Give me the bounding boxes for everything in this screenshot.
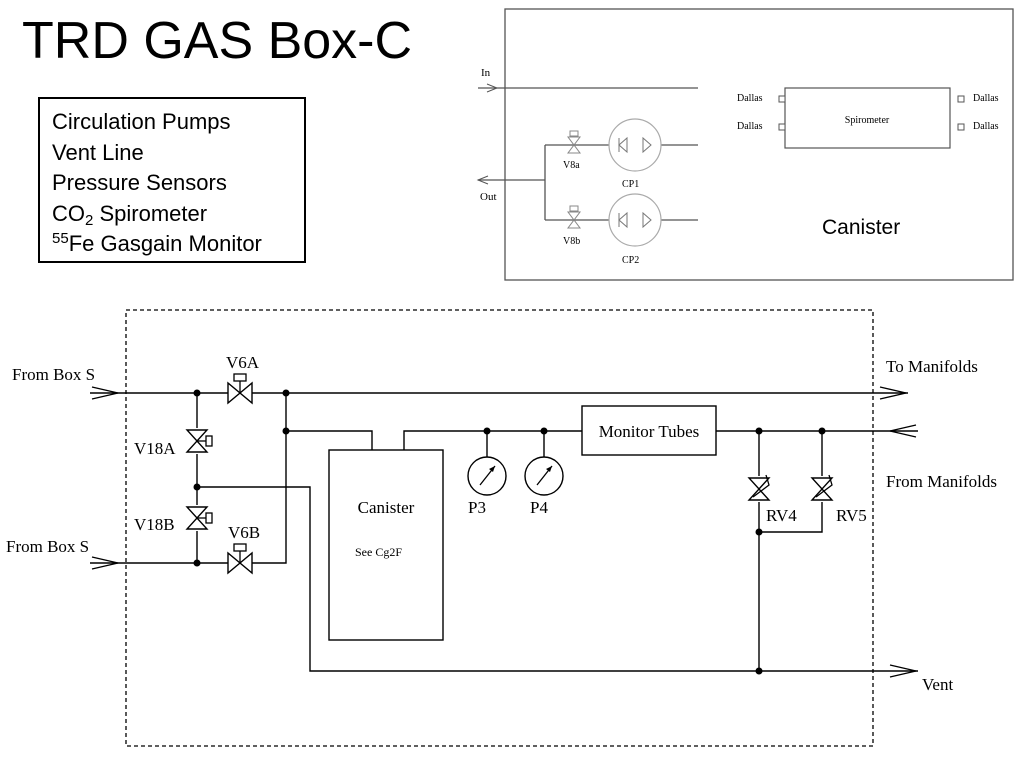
spirometer-label: Spirometer <box>845 115 890 126</box>
feature-list-box: Circulation Pumps Vent Line Pressure Sen… <box>38 97 306 263</box>
canister-inset: In Out V8a V8b CP1 <box>476 8 1014 281</box>
rv5-vertical-line <box>759 431 823 533</box>
spirometer-box <box>784 87 951 149</box>
junction-dot <box>282 389 290 397</box>
rv5-label: RV5 <box>836 506 867 525</box>
v18a-label: V18A <box>134 439 176 458</box>
inset-in-arrow <box>486 83 499 93</box>
gas-box-schematic: From Box S From Box S To Manifolds From … <box>6 309 997 747</box>
dallas-label: Dallas <box>973 93 999 104</box>
feature-circulation-pumps: Circulation Pumps <box>52 109 231 134</box>
v18b-label: V18B <box>134 515 175 534</box>
v6b-label: V6B <box>228 523 260 542</box>
v18a-valve-icon <box>186 428 213 454</box>
v18b-valve-icon <box>186 505 213 531</box>
vent-line <box>197 486 918 672</box>
canister-title: Canister <box>358 498 415 517</box>
dallas-port-icon <box>778 95 786 103</box>
fe-gasgain-text: Fe Gasgain Monitor <box>68 231 262 256</box>
from-box-s-bottom-label: From Box S <box>6 537 89 556</box>
to-manifolds-arrow <box>879 386 907 400</box>
junction-dot <box>755 667 763 675</box>
junction-dot <box>193 559 201 567</box>
dallas-port-icon <box>957 123 965 131</box>
dallas-port-icon <box>778 123 786 131</box>
v6b-return-line <box>252 393 287 564</box>
feature-vent-line: Vent Line <box>52 139 144 165</box>
feature-co2-spirometer: CO2 Spirometer <box>52 199 304 230</box>
spirometer-text: Spirometer <box>93 200 208 226</box>
vent-arrow <box>889 664 917 678</box>
inset-in-label: In <box>481 67 491 79</box>
top-inlet-arrow <box>91 386 119 400</box>
rv4-label: RV4 <box>766 506 797 525</box>
v8a-label: V8a <box>563 160 580 171</box>
from-manifolds-arrow <box>889 424 917 438</box>
junction-dot <box>755 528 763 536</box>
v8b-label: V8b <box>563 236 580 247</box>
monitor-tubes-box <box>581 405 717 456</box>
canister-box <box>328 449 444 641</box>
inset-frame <box>504 8 1014 281</box>
feature-pressure-sensors: Pressure Sensors <box>52 170 227 195</box>
cp2-pump-icon <box>608 193 662 247</box>
bottom-inlet-arrow <box>91 556 119 570</box>
v6a-valve-icon <box>227 373 253 404</box>
dallas-label: Dallas <box>973 121 999 132</box>
dallas-label: Dallas <box>737 93 763 104</box>
v8b-valve-icon <box>567 205 581 229</box>
monitor-tubes-label: Monitor Tubes <box>599 422 700 441</box>
dallas-label: Dallas <box>737 121 763 132</box>
cp2-label: CP2 <box>622 255 639 266</box>
cp1-pump-icon <box>608 118 662 172</box>
v6a-label: V6A <box>226 353 260 372</box>
p4-gauge-icon <box>524 456 564 496</box>
v6b-valve-icon <box>227 543 253 574</box>
canister-subtitle: See Cg2F <box>355 545 402 559</box>
canister-outlet-line <box>403 430 582 450</box>
feature-fe-gasgain-monitor: 55Fe Gasgain Monitor <box>52 229 304 260</box>
fe-isotope-superscript: 55 <box>52 230 69 247</box>
inset-out-arrow <box>476 175 489 185</box>
box-boundary <box>125 309 874 747</box>
p3-label: P3 <box>468 498 486 517</box>
rv4-relief-valve-icon <box>748 474 770 502</box>
inset-out-label: Out <box>480 191 497 203</box>
vent-label: Vent <box>922 675 953 694</box>
co2-subscript: 2 <box>85 211 94 229</box>
p4-label: P4 <box>530 498 548 517</box>
dallas-port-icon <box>957 95 965 103</box>
inset-canister-caption: Canister <box>822 216 900 239</box>
rv5-relief-valve-icon <box>811 474 833 502</box>
slide-title: TRD GAS Box-C <box>22 12 413 70</box>
cp1-label: CP1 <box>622 179 639 190</box>
from-manifolds-label: From Manifolds <box>886 472 997 491</box>
to-manifolds-label: To Manifolds <box>886 357 978 376</box>
canister-inlet-line <box>286 430 373 450</box>
co2-text: CO <box>52 200 85 226</box>
junction-dot <box>193 389 201 397</box>
from-box-s-top-label: From Box S <box>12 365 95 384</box>
v8a-valve-icon <box>567 130 581 154</box>
p3-gauge-icon <box>467 456 507 496</box>
